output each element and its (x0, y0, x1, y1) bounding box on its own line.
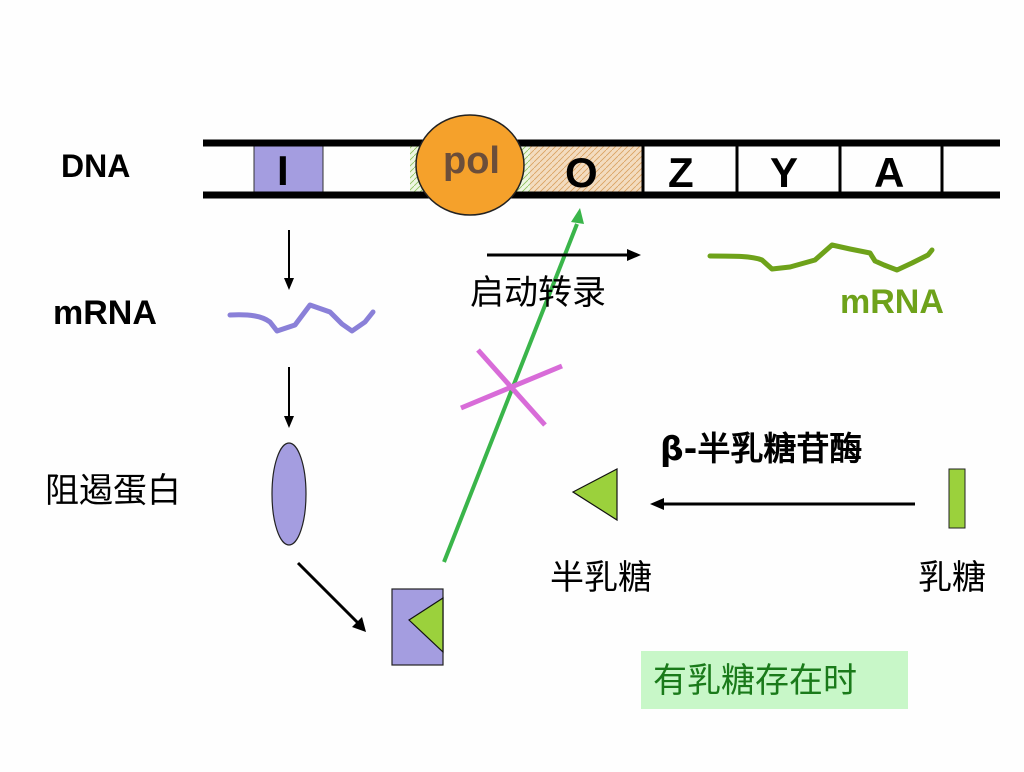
condition-label: 有乳糖存在时 (653, 661, 857, 701)
polymerase-label: pol (443, 140, 500, 182)
arrow-mrna-to-repressor (284, 367, 294, 428)
block-cross-icon (460, 348, 563, 427)
mrna-left-label: mRNA (53, 294, 157, 332)
galactose-label: 半乳糖 (550, 558, 652, 598)
transcription-arrow (487, 249, 641, 261)
arrow-repressor-to-complex (296, 561, 366, 632)
transcription-label: 启动转录 (470, 273, 606, 313)
gene-label-i: I (277, 147, 289, 194)
mrna-left-strand (227, 302, 376, 334)
gene-label-o: O (565, 149, 598, 196)
gene-label-y: Y (770, 149, 799, 196)
galactose-shape (571, 468, 618, 522)
mrna-right-label: mRNA (840, 283, 944, 321)
lactose-shape (948, 468, 966, 529)
repressor-protein (271, 442, 307, 546)
gene-label-a: A (874, 149, 905, 196)
condition-box-bg (641, 651, 908, 709)
lactose-label: 乳糖 (918, 558, 986, 598)
gene-label-z: Z (668, 149, 694, 196)
mrna-right-strand (707, 242, 935, 273)
blocked-binding-arrow (442, 208, 584, 563)
dna-label: DNA (61, 148, 131, 184)
rna-polymerase (415, 114, 525, 216)
repressor-label: 阻遏蛋白 (45, 471, 181, 511)
arrow-dna-to-mrna (284, 230, 294, 290)
repressor-inducer-complex (391, 588, 444, 666)
operator-region (530, 146, 643, 193)
enzyme-label: β-半乳糖苷酶 (660, 429, 863, 468)
enzyme-reaction-arrow (650, 498, 915, 510)
